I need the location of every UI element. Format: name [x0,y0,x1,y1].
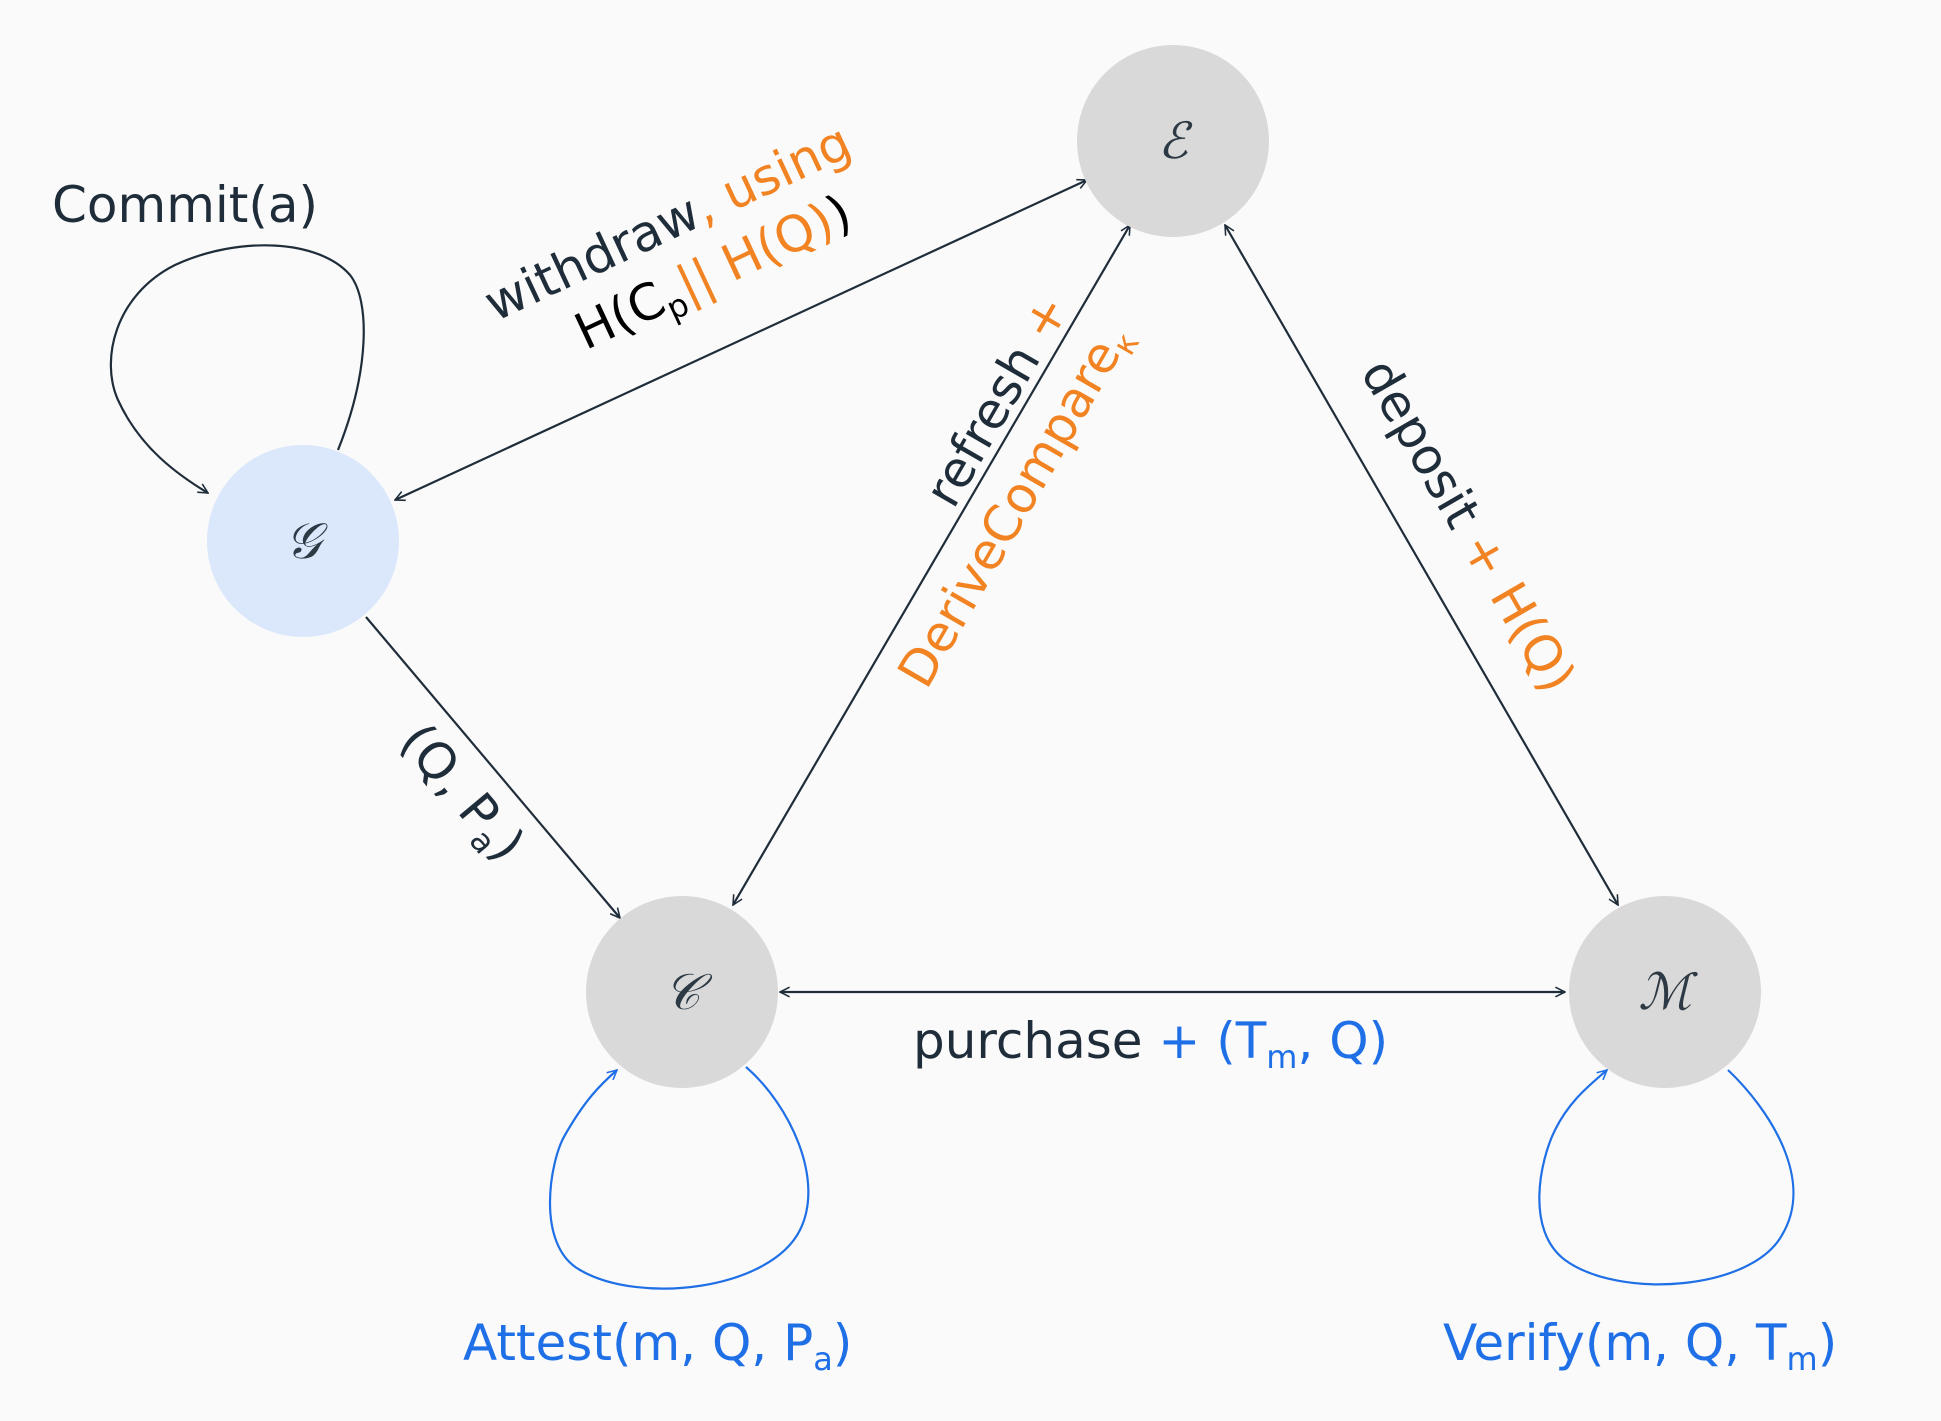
label-commit: Commit(a) [52,176,318,234]
node-m-circle [1569,896,1761,1088]
label-verify-close: ) [1818,1314,1838,1372]
node-c-circle [586,896,778,1088]
label-withdraw: withdraw, using H(Cp|| H(Q)) [476,113,861,362]
loop-commit [109,244,365,494]
label-purchase-sub: m [1266,1038,1297,1076]
node-m-symbol: ℳ [1638,963,1698,1021]
node-e: ℰ [1077,45,1269,237]
label-qpa-text: (Q, Pa) [384,712,536,876]
label-qpa: (Q, Pa) [384,712,536,876]
loop-verify [1538,1070,1795,1286]
label-verify-text: Verify(m, Q, T [1443,1314,1787,1372]
node-e-circle [1077,45,1269,237]
label-purchase: purchase + (Tm, Q) [913,1012,1388,1076]
label-purchase-close: , Q) [1297,1012,1388,1070]
node-g-circle [207,445,399,637]
label-purchase-word: purchase [913,1012,1143,1070]
edge-qpa [365,616,620,918]
label-refresh: refresh + DeriveCompareκ [887,285,1147,697]
label-deposit-word: deposit [1350,349,1492,538]
edge-refresh [732,225,1131,905]
label-deposit: deposit + H(Q) [1350,349,1587,702]
label-verify: Verify(m, Q, Tm) [1443,1314,1837,1378]
edge-deposit [1224,225,1619,905]
label-attest-sub: a [813,1340,833,1378]
label-attest-text: Attest(m, Q, P [463,1314,813,1372]
label-purchase-tm: + (T [1143,1012,1267,1070]
label-attest-close: ) [833,1314,853,1372]
node-m: ℳ [1569,896,1761,1088]
label-deposit-text: deposit + H(Q) [1350,349,1587,702]
label-verify-sub: m [1787,1340,1818,1378]
node-g: 𝒢 [207,445,399,637]
loop-attest [549,1066,810,1290]
label-deposit-hq: + H(Q) [1442,509,1587,702]
node-e-symbol: ℰ [1158,112,1193,170]
node-c: 𝒞 [586,896,778,1088]
label-attest: Attest(m, Q, Pa) [463,1314,852,1378]
